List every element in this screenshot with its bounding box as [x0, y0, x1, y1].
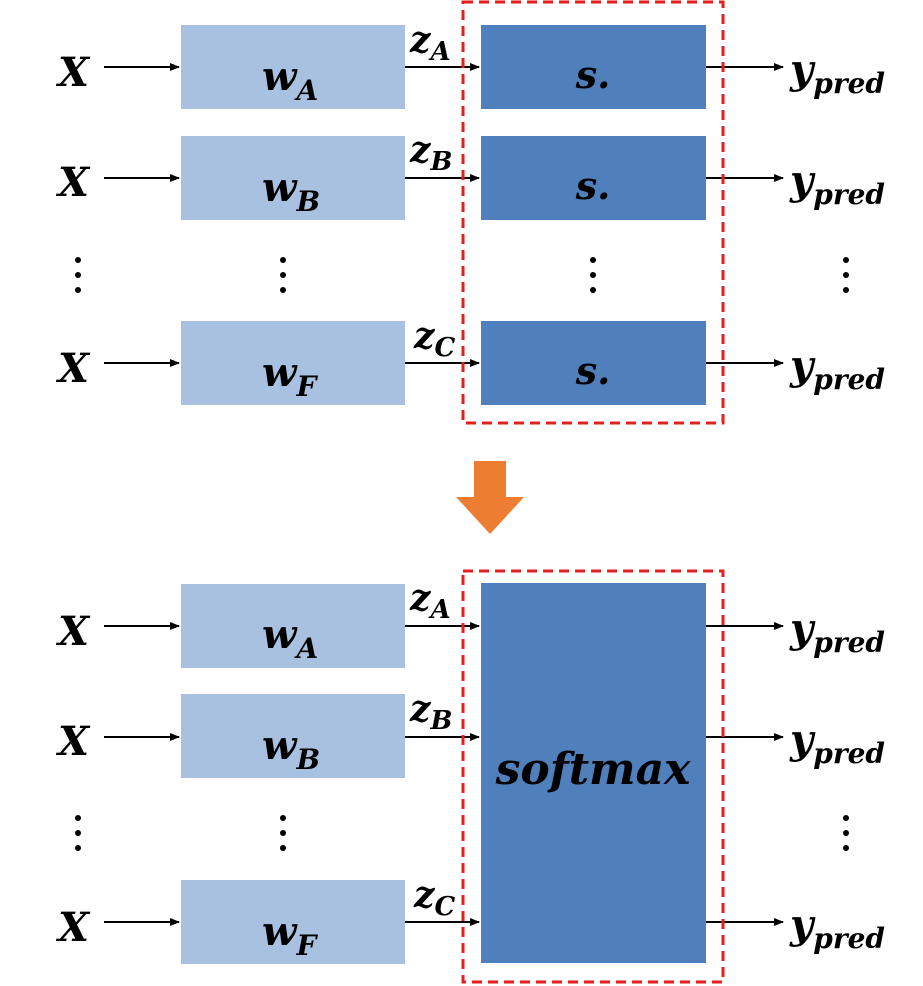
ellipsis-icon — [280, 257, 286, 293]
weight-box-b — [181, 136, 405, 220]
down-arrow-icon — [456, 461, 524, 534]
z-label-a: zA — [409, 577, 451, 625]
input-x-label: X — [55, 345, 91, 392]
z-label-a: zA — [409, 19, 451, 67]
sigmoid-box-b — [481, 136, 706, 220]
sigmoid-label-a: s. — [575, 52, 611, 97]
sigmoid-label-f: s. — [575, 348, 611, 393]
weight-label-b: wB — [262, 164, 320, 218]
output-label-b: ypred — [789, 716, 885, 770]
bottom-diagram: softmax X wA zA ypred X wB zB ypred — [55, 569, 885, 984]
bottom-row-b: X wB zB ypred — [55, 688, 885, 778]
weight-box-a — [181, 584, 405, 668]
ellipsis-icon — [75, 257, 81, 293]
sigmoid-box-a — [481, 25, 706, 109]
ellipsis-icon — [280, 815, 286, 851]
top-row-a: X wA zA s. ypred — [55, 19, 885, 109]
weight-box-a — [181, 25, 405, 109]
weight-label-b: wB — [262, 722, 320, 776]
bottom-row-a: X wA zA ypred — [55, 577, 885, 668]
weight-box-f — [181, 880, 405, 964]
dashed-highlight-bottom — [461, 569, 725, 984]
weight-label-f: wF — [262, 349, 318, 403]
input-x-label: X — [55, 904, 91, 951]
ellipsis-icon — [590, 257, 596, 293]
output-label-a: ypred — [789, 605, 885, 659]
weight-label-a: wA — [262, 53, 318, 107]
input-x-label: X — [55, 49, 91, 96]
bottom-ellipsis-row — [75, 815, 849, 851]
softmax-box — [481, 583, 706, 963]
weight-label-a: wA — [262, 611, 318, 665]
top-diagram: X wA zA s. ypred X wB zB s. ypred — [55, 0, 885, 425]
weight-label-f: wF — [262, 908, 318, 962]
output-label-f: ypred — [789, 342, 885, 396]
bottom-row-f: X wF zC ypred — [55, 874, 885, 964]
output-label-f: ypred — [789, 901, 885, 955]
weight-box-f — [181, 321, 405, 405]
z-label-c: zC — [413, 315, 455, 363]
input-x-label: X — [55, 608, 91, 655]
input-x-label: X — [55, 159, 91, 206]
weight-box-b — [181, 694, 405, 778]
z-label-c: zC — [413, 874, 455, 922]
output-label-b: ypred — [789, 157, 885, 211]
ellipsis-icon — [843, 815, 849, 851]
top-row-f: X wF zC s. ypred — [55, 315, 885, 405]
ellipsis-icon — [75, 815, 81, 851]
sigmoid-box-f — [481, 321, 706, 405]
input-x-label: X — [55, 718, 91, 765]
z-label-b: zB — [409, 688, 452, 736]
sigmoid-label-b: s. — [575, 163, 611, 208]
softmax-label: softmax — [495, 744, 691, 795]
dashed-highlight-top — [461, 0, 725, 425]
top-ellipsis-row — [75, 257, 849, 293]
top-row-b: X wB zB s. ypred — [55, 129, 885, 220]
ellipsis-icon — [843, 257, 849, 293]
z-label-b: zB — [409, 129, 452, 177]
output-label-a: ypred — [789, 46, 885, 100]
